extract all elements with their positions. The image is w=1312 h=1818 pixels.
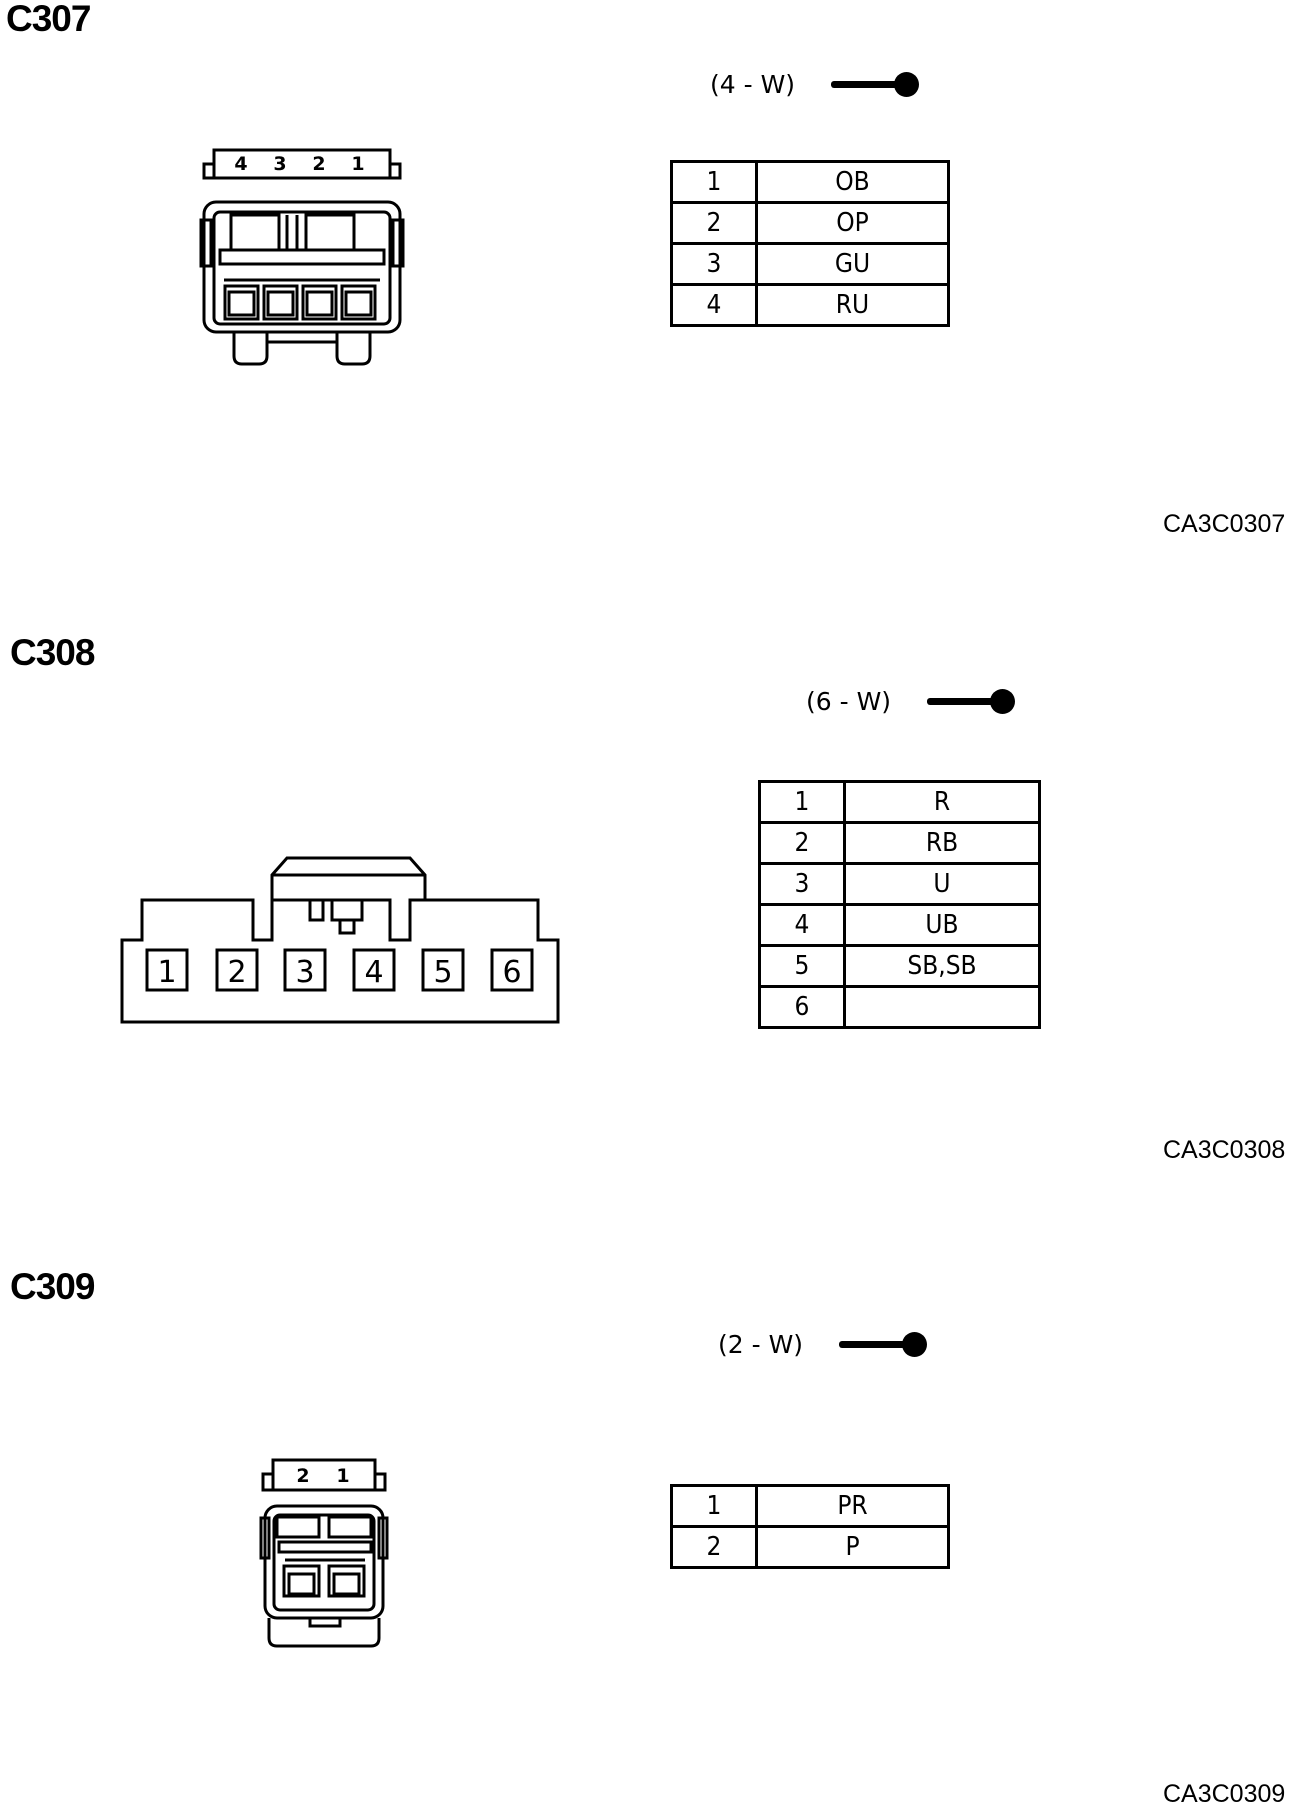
connector-face-drawing: 1 2 3 4 5 6 bbox=[120, 856, 560, 1024]
wire-color: SB,SB bbox=[843, 944, 1041, 988]
diagram-code: CA3C0309 bbox=[1163, 1780, 1286, 1808]
face-pin-label: 4 bbox=[234, 153, 247, 175]
wire-spec-label: (2 - W) bbox=[718, 1330, 804, 1359]
face-pin-label: 3 bbox=[273, 153, 286, 175]
face-pin-label: 2 bbox=[296, 1465, 309, 1487]
pin-number: 4 bbox=[758, 903, 846, 947]
pin-number: 1 bbox=[670, 1484, 758, 1528]
table-row: 6 bbox=[758, 985, 1041, 1029]
connector-terminals bbox=[145, 948, 534, 992]
connector-face-drawing: 4 3 2 1 bbox=[199, 148, 405, 366]
connector-c307-section: C307 (4 - W) bbox=[0, 0, 1312, 560]
face-pin-label: 4 bbox=[364, 955, 383, 990]
connector-terminals bbox=[223, 284, 377, 321]
face-pin-label: 2 bbox=[227, 955, 246, 990]
wire-spec-label: (4 - W) bbox=[710, 70, 796, 99]
wire-spec-label: (6 - W) bbox=[806, 687, 892, 716]
wire-lead-icon bbox=[927, 689, 1016, 714]
face-pin-label: 1 bbox=[336, 1465, 349, 1487]
wire-lead-icon bbox=[831, 72, 920, 97]
connector-title: C309 bbox=[10, 1266, 95, 1307]
pin-number: 5 bbox=[758, 944, 846, 988]
connector-title: C308 bbox=[10, 632, 95, 673]
face-pin-label: 1 bbox=[157, 955, 176, 990]
connector-title: C307 bbox=[6, 0, 91, 39]
wire-color: R bbox=[843, 780, 1041, 824]
face-pin-label: 6 bbox=[502, 955, 521, 990]
wire-color: GU bbox=[755, 242, 950, 286]
wire-color: OP bbox=[755, 201, 950, 245]
wire-spec: (6 - W) bbox=[806, 687, 1016, 716]
wire-color: U bbox=[843, 862, 1041, 906]
pin-number: 2 bbox=[670, 1525, 758, 1569]
connector-c308-section: C308 (6 - W) 1 2 3 4 5 6 bbox=[0, 630, 1312, 1190]
pin-number: 3 bbox=[758, 862, 846, 906]
wire-color: OB bbox=[755, 160, 950, 204]
wire-color: RU bbox=[755, 283, 950, 327]
face-pin-label: 3 bbox=[295, 955, 314, 990]
diagram-code: CA3C0307 bbox=[1163, 510, 1286, 538]
wire-spec: (2 - W) bbox=[718, 1330, 928, 1359]
pin-number: 1 bbox=[758, 780, 846, 824]
wire-spec: (4 - W) bbox=[710, 70, 920, 99]
pin-number: 2 bbox=[670, 201, 758, 245]
face-pin-label: 1 bbox=[351, 153, 364, 175]
wire-color: PR bbox=[755, 1484, 950, 1528]
wire-color: UB bbox=[843, 903, 1041, 947]
wire-lead-icon bbox=[839, 1332, 928, 1357]
diagram-code: CA3C0308 bbox=[1163, 1136, 1286, 1164]
wire-color: P bbox=[755, 1525, 950, 1569]
wire-color: RB bbox=[843, 821, 1041, 865]
connector-face-drawing: 2 1 bbox=[259, 1458, 389, 1648]
pin-number: 2 bbox=[758, 821, 846, 865]
pin-number: 6 bbox=[758, 985, 846, 1029]
pin-number: 3 bbox=[670, 242, 758, 286]
pin-number: 4 bbox=[670, 283, 758, 327]
pin-number: 1 bbox=[670, 160, 758, 204]
face-pin-label: 2 bbox=[312, 153, 325, 175]
wire-color bbox=[843, 985, 1041, 1029]
face-pin-label: 5 bbox=[433, 955, 452, 990]
